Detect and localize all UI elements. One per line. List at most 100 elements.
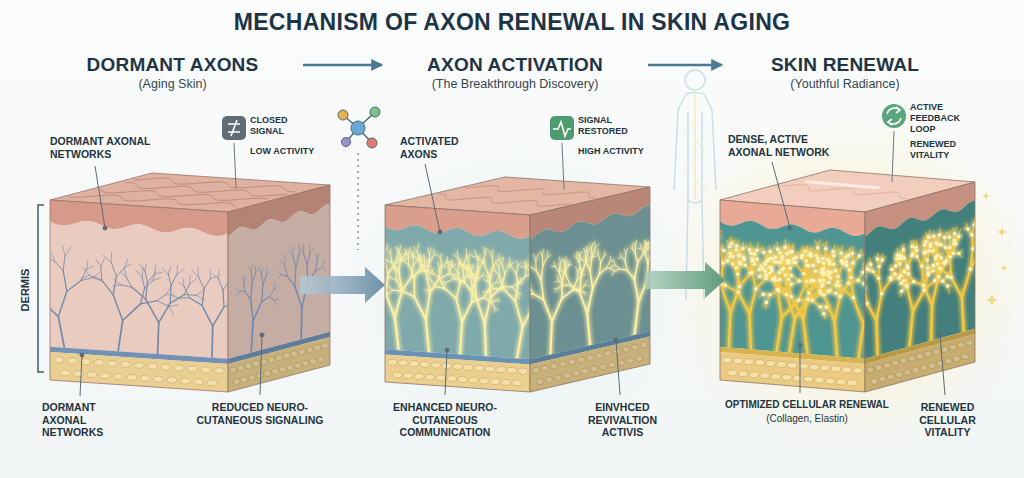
axon-branch bbox=[111, 262, 116, 276]
molecule-icon bbox=[342, 138, 351, 147]
axon-branch bbox=[808, 291, 820, 300]
axon-branch bbox=[859, 283, 864, 288]
axon-node bbox=[979, 228, 983, 232]
axon-branch bbox=[456, 283, 460, 298]
axon-branch bbox=[611, 268, 614, 270]
molecule-icon bbox=[351, 121, 365, 135]
axon-branch bbox=[525, 266, 526, 274]
axon-branch bbox=[414, 277, 416, 297]
axon-node bbox=[809, 279, 813, 283]
axon-node bbox=[880, 258, 884, 262]
closed-signal-icon bbox=[228, 120, 240, 136]
fat-cell bbox=[744, 359, 754, 365]
axon-branch bbox=[477, 276, 481, 279]
axon-node bbox=[927, 235, 931, 239]
axon-branch bbox=[123, 304, 141, 321]
axon-branch bbox=[615, 265, 619, 269]
axon-branch bbox=[659, 252, 663, 259]
axon-branch bbox=[569, 264, 572, 265]
axon-branch bbox=[429, 274, 431, 280]
flow-arrow bbox=[300, 267, 385, 303]
axon-branch bbox=[298, 245, 299, 255]
fat-cell bbox=[392, 372, 402, 378]
fat-cell bbox=[875, 365, 882, 371]
axon-branch bbox=[861, 270, 864, 276]
axon-branch bbox=[981, 227, 983, 237]
axon-branch bbox=[124, 268, 126, 277]
fat-cell bbox=[114, 374, 124, 380]
axon-branch bbox=[610, 256, 611, 262]
axon-branch bbox=[136, 270, 142, 276]
block-outline bbox=[50, 200, 228, 392]
fat-cell bbox=[809, 364, 819, 370]
fat-cell bbox=[814, 377, 824, 383]
axon-branch bbox=[396, 246, 400, 251]
callout-label: ACTIVATED AXONS bbox=[400, 135, 485, 160]
axon-branch bbox=[467, 253, 472, 258]
fat-cell bbox=[398, 360, 408, 366]
axon-branch bbox=[438, 255, 441, 259]
axon-branch bbox=[420, 261, 427, 273]
fat-cell bbox=[950, 344, 957, 350]
axon-branch bbox=[253, 302, 262, 321]
stage-panel: DORMANT AXONS(Aging Skin) bbox=[45, 54, 300, 395]
axon-branch bbox=[171, 274, 177, 285]
axon-node bbox=[971, 247, 975, 251]
axon-branch bbox=[449, 269, 454, 278]
axon-branch bbox=[697, 263, 702, 269]
axon-branch bbox=[656, 267, 663, 270]
axon-branch bbox=[562, 290, 573, 298]
axon-branch bbox=[620, 253, 622, 257]
leader-line bbox=[95, 166, 105, 228]
axon-branch bbox=[485, 298, 491, 324]
axon-branch bbox=[199, 277, 205, 289]
axon-branch bbox=[601, 257, 604, 263]
axon-branch bbox=[498, 257, 503, 260]
fat-cell bbox=[777, 361, 787, 367]
fat-cell bbox=[573, 370, 580, 376]
fat-cell bbox=[945, 358, 952, 364]
fat-layer bbox=[385, 355, 530, 392]
axon-node bbox=[926, 273, 930, 277]
axon-branch bbox=[634, 263, 637, 279]
skin-wrinkle bbox=[125, 182, 286, 196]
axon-branch bbox=[259, 268, 261, 274]
axon-branch bbox=[379, 253, 384, 260]
fat-cell bbox=[174, 365, 184, 371]
axon-branch bbox=[804, 274, 809, 293]
axon-node bbox=[786, 277, 790, 281]
axon-branch bbox=[848, 280, 849, 286]
axon-branch bbox=[846, 308, 848, 313]
axon-node bbox=[893, 272, 897, 276]
fat-cell bbox=[803, 376, 813, 382]
axon-branch bbox=[714, 261, 717, 266]
leader-line bbox=[772, 162, 790, 228]
axon-node bbox=[949, 276, 953, 280]
diagram-title: MECHANISM OF AXON RENEWAL IN SKIN AGING bbox=[0, 9, 1024, 36]
axon-branch bbox=[439, 269, 440, 279]
axon-branch bbox=[517, 261, 518, 266]
axon-branch bbox=[773, 279, 779, 291]
axon-branch bbox=[559, 272, 562, 282]
axon-branch bbox=[179, 297, 189, 298]
axon-branch bbox=[752, 272, 756, 289]
axon-branch bbox=[716, 260, 718, 266]
axon-branch bbox=[383, 293, 387, 294]
axon-node bbox=[762, 251, 766, 255]
axon-branch bbox=[266, 272, 269, 275]
axon-branch bbox=[691, 269, 695, 271]
skin-block bbox=[356, 177, 670, 392]
fat-cell bbox=[161, 364, 171, 370]
axon-branch bbox=[404, 249, 407, 255]
axon-branch bbox=[932, 277, 939, 306]
axon-branch bbox=[704, 253, 706, 261]
axon-node bbox=[804, 259, 808, 263]
axon-node bbox=[900, 289, 904, 293]
axon-branch bbox=[213, 307, 224, 326]
axon-node bbox=[728, 245, 732, 249]
axon-branch bbox=[972, 235, 973, 249]
fat-cell bbox=[73, 371, 83, 377]
axon-node bbox=[957, 235, 961, 239]
axon-node bbox=[845, 264, 849, 268]
axon-branch bbox=[168, 267, 170, 274]
